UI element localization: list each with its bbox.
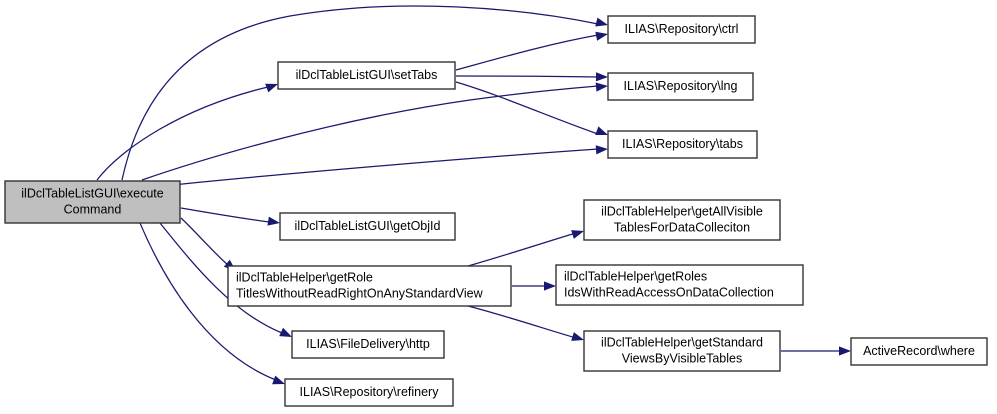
arrowhead-executeCommand->lng [595, 82, 608, 92]
node-box-tabs [607, 130, 758, 159]
edge-executeCommand-to-http [159, 222, 287, 336]
arrowhead-getRoleTitles->getStandardViews [571, 332, 584, 341]
edge-setTabs-to-tabs [455, 81, 599, 135]
node-layer: ilDclTableListGUI\executeCommandilDclTab… [4, 15, 988, 407]
edge-executeCommand-to-lng [141, 85, 599, 181]
graph-node-getObjId[interactable]: ilDclTableListGUI\getObjId [279, 212, 456, 241]
edge-layer [96, 5, 841, 383]
arrowhead-getStandardViews->activeRecordWhere [839, 346, 851, 356]
edge-executeCommand-to-getRoleTitles [180, 217, 235, 271]
edge-getRoleTitles-to-getStandardViews [467, 305, 577, 339]
node-box-getStandardViews [583, 330, 781, 372]
node-label-activeRecordWhere-line-0: ActiveRecord\where [863, 344, 975, 358]
node-box-http [291, 330, 445, 359]
node-label-ctrl-line-0: ILIAS\Repository\ctrl [625, 22, 739, 36]
node-box-getAllVisibleTables [583, 199, 781, 241]
graph-node-tabs[interactable]: ILIAS\Repository\tabs [607, 130, 758, 159]
graph-node-getRoleTitles[interactable]: ilDclTableHelper\getRoleTitlesWithoutRea… [227, 265, 512, 307]
node-label-lng-line-0: ILIAS\Repository\lng [624, 79, 738, 93]
graph-node-activeRecordWhere[interactable]: ActiveRecord\where [850, 337, 988, 366]
node-label-executeCommand-line-0: ilDclTableListGUI\execute [21, 186, 163, 200]
edge-executeCommand-to-getObjId [180, 207, 271, 223]
node-label-getStandardViews-line-0: ilDclTableHelper\getStandard [601, 335, 763, 349]
edge-setTabs-to-ctrl [455, 34, 599, 71]
arrowhead-setTabs->tabs [595, 126, 608, 135]
edge-executeCommand-to-refinery [139, 222, 281, 383]
arrowhead-executeCommand->ctrl [595, 17, 608, 27]
node-label-setTabs-line-0: ilDclTableListGUI\setTabs [296, 68, 438, 82]
node-label-getAllVisibleTables-line-1: TablesForDataColleciton [614, 220, 750, 234]
node-label-refinery-line-0: ILIAS\Repository\refinery [300, 385, 440, 399]
arrowhead-executeCommand->refinery [272, 375, 285, 385]
node-label-getRolesIds-line-0: ilDclTableHelper\getRoles [564, 269, 707, 283]
node-box-setTabs [277, 61, 456, 90]
graph-node-setTabs[interactable]: ilDclTableListGUI\setTabs [277, 61, 456, 90]
arrowhead-executeCommand->http [279, 327, 292, 337]
node-label-executeCommand-line-1: Command [64, 202, 122, 216]
arrowhead-layer [223, 17, 851, 385]
node-label-getRoleTitles-line-0: ilDclTableHelper\getRole [236, 270, 373, 284]
graph-node-refinery[interactable]: ILIAS\Repository\refinery [284, 378, 454, 407]
arrowhead-executeCommand->getObjId [267, 216, 280, 226]
node-box-activeRecordWhere [850, 337, 988, 366]
node-label-getRoleTitles-line-1: TitlesWithoutReadRightOnAnyStandardView [236, 286, 484, 300]
arrowhead-setTabs->lng [595, 72, 608, 82]
arrowhead-executeCommand->tabs [595, 145, 608, 155]
arrowhead-getRoleTitles->getRolesIds [544, 281, 556, 291]
arrowhead-getRoleTitles->getAllVisibleTables [571, 230, 584, 239]
node-box-executeCommand [4, 180, 181, 224]
node-label-getObjId-line-0: ilDclTableListGUI\getObjId [295, 219, 441, 233]
node-label-http-line-0: ILIAS\FileDelivery\http [306, 337, 430, 351]
node-box-ctrl [607, 15, 756, 44]
node-box-lng [607, 72, 754, 101]
node-box-refinery [284, 378, 454, 407]
node-label-getRolesIds-line-1: IdsWithReadAccessOnDataCollection [564, 285, 774, 299]
graph-node-ctrl[interactable]: ILIAS\Repository\ctrl [607, 15, 756, 44]
edge-executeCommand-to-ctrl [121, 5, 599, 181]
graph-node-lng[interactable]: ILIAS\Repository\lng [607, 72, 754, 101]
edge-setTabs-to-lng [455, 75, 599, 78]
edge-executeCommand-to-setTabs [96, 86, 269, 181]
node-box-getRolesIds [555, 264, 804, 306]
graph-node-http[interactable]: ILIAS\FileDelivery\http [291, 330, 445, 359]
arrowhead-executeCommand->setTabs [265, 83, 278, 93]
graph-node-getAllVisibleTables[interactable]: ilDclTableHelper\getAllVisibleTablesForD… [583, 199, 781, 241]
graph-node-getRolesIds[interactable]: ilDclTableHelper\getRolesIdsWithReadAcce… [555, 264, 804, 306]
edge-executeCommand-to-tabs [171, 148, 599, 186]
node-box-getObjId [279, 212, 456, 241]
node-box-getRoleTitles [227, 265, 512, 307]
node-label-getAllVisibleTables-line-0: ilDclTableHelper\getAllVisible [601, 204, 763, 218]
arrowhead-setTabs->ctrl [595, 31, 608, 41]
graph-node-getStandardViews[interactable]: ilDclTableHelper\getStandardViewsByVisib… [583, 330, 781, 372]
node-label-tabs-line-0: ILIAS\Repository\tabs [622, 137, 743, 151]
edge-getRoleTitles-to-getAllVisibleTables [467, 232, 577, 267]
node-label-getStandardViews-line-1: ViewsByVisibleTables [622, 351, 742, 365]
